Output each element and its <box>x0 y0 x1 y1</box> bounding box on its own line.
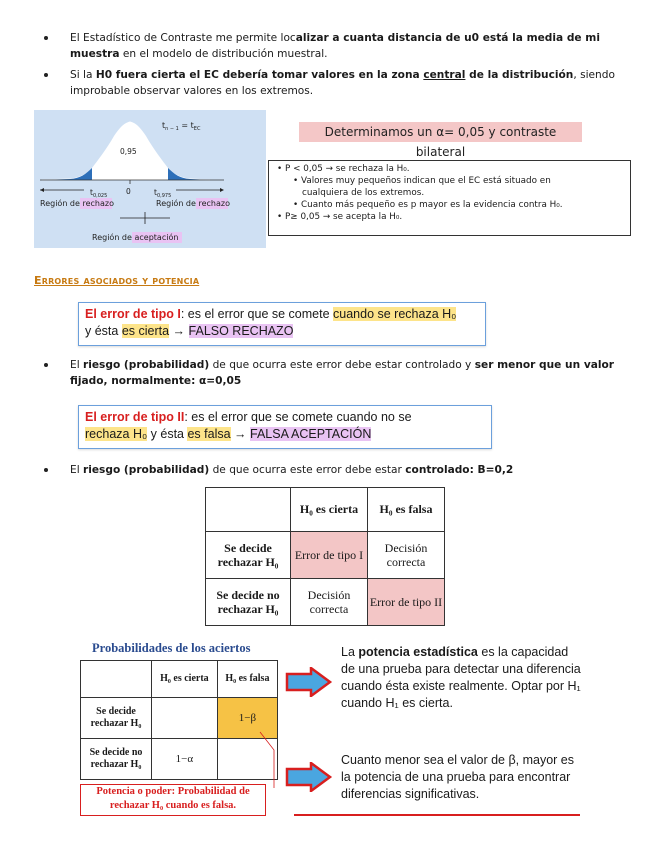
left-rechazo-highlight <box>80 198 112 209</box>
bullet-bold: riesgo (probabilidad) <box>83 359 210 371</box>
error-text: : es el error que se comete <box>180 307 334 321</box>
table-corner <box>205 487 291 532</box>
error-type-2-box: El error de tipo II: es el error que se … <box>78 405 492 449</box>
table-cell-error-1: Error de tipo I <box>290 531 368 579</box>
alpha-box: Determinamos un α= 0,05 y contraste bila… <box>299 122 582 159</box>
rule-line: cualquiera de los extremos. <box>302 188 425 198</box>
p-value-rules-box: • P < 0,05 → se rechaza la H₀. • Valores… <box>268 160 631 236</box>
t-eq-label: tn − 1 = tEC <box>162 121 201 132</box>
table-cell <box>216 737 279 781</box>
potencia-caption: Potencia o poder: Probabilidad de rechaz… <box>80 784 266 816</box>
menor-beta-paragraph: Cuanto menor sea el valor de β, mayor es… <box>341 753 574 801</box>
paragraph-text: es la capacidad de una prueba para detec… <box>341 645 581 710</box>
center-prob-label: 0,95 <box>120 147 137 156</box>
table-cell: Decisión correcta <box>367 531 445 579</box>
error-highlight: es falsa <box>187 427 231 441</box>
connector-path <box>259 731 275 788</box>
table-cell: 1−α <box>151 737 218 781</box>
table-cell-potencia: 1−β <box>216 696 279 739</box>
error-highlight: rechaza H₀ <box>85 427 148 441</box>
arrow-text: → <box>169 324 189 338</box>
potencia-term: potencia estadística <box>358 645 478 659</box>
bullet-text: , siendo improbable observar valores en … <box>70 69 615 97</box>
error-type-2-label: El error de tipo II <box>85 410 185 424</box>
arrow-shape <box>285 667 333 697</box>
table-header: H₀ es falsa <box>216 660 279 698</box>
error-type-1-label: El error de tipo I <box>85 307 181 321</box>
bullet-text: de que ocurra este error debe estar <box>209 464 406 476</box>
table-cell-error-2: Error de tipo II <box>367 578 445 626</box>
error-type-1-box: El error de tipo I: es el error que se c… <box>78 302 486 346</box>
error-text: : es el error que se comete cuando no se <box>184 410 412 424</box>
table-row-header: Se decide rechazar H₀ <box>80 696 152 739</box>
arrow-shape <box>285 762 333 792</box>
bullet-bold: de la distribución <box>465 69 574 81</box>
rule-line: • Cuanto más pequeño es p mayor es la ev… <box>293 200 563 210</box>
normal-curve-svg: tn − 1 = tEC 0,95 0 t0,025 t0,975 Región… <box>40 121 230 243</box>
zero-label: 0 <box>126 187 131 196</box>
region-rechazo-left: Región de rechazo <box>40 198 114 208</box>
table-header: H₀ es cierta <box>151 660 218 698</box>
aciertos-table: H₀ es cierta H₀ es falsa Se decide recha… <box>80 660 279 781</box>
bullet-text: El <box>70 464 84 476</box>
rule-line: • P < 0,05 → se rechaza la H₀. <box>277 164 410 174</box>
bullet-dot <box>44 36 48 40</box>
bullet-dot <box>44 468 48 472</box>
bullet-text: El Estadístico de Contraste me permite l… <box>70 32 296 44</box>
normal-curve-figure: tn − 1 = tEC 0,95 0 t0,025 t0,975 Región… <box>34 110 266 248</box>
table-row-header: Se decide no rechazar H₀ <box>80 737 152 781</box>
right-rechazo-highlight <box>196 198 228 209</box>
arrow-text: → <box>230 427 251 441</box>
bullet-dot <box>44 363 48 367</box>
bullet-dot <box>44 73 48 77</box>
bullet-text: El <box>70 359 84 371</box>
bullet-bold: ser menor que un valor fijado, normalmen… <box>70 359 615 387</box>
bullet-bold: riesgo (probabilidad) <box>83 464 210 476</box>
rule-line: • Valores muy pequeños indican que el EC… <box>293 176 551 186</box>
falsa-aceptacion-label: FALSA ACEPTACIÓN <box>250 427 372 441</box>
red-underline <box>294 814 580 816</box>
table-corner <box>80 660 152 698</box>
right-arrowhead-icon <box>220 188 224 192</box>
error-table: H₀ es cierta H₀ es falsa Se decide recha… <box>205 487 445 626</box>
table-header: H₀ es falsa <box>367 487 445 532</box>
falso-rechazo-label: FALSO RECHAZO <box>188 324 294 338</box>
right-tail <box>168 168 210 180</box>
right-t-label: t0,975 <box>154 188 171 199</box>
table-cell <box>151 696 218 739</box>
aciertos-title: Probabilidades de los aciertos <box>92 641 251 655</box>
table-header: H₀ es cierta <box>290 487 368 532</box>
bullet-underlined: central <box>423 69 466 81</box>
center-area <box>92 122 168 180</box>
bullet-text: de que ocurra este error debe estar cont… <box>209 359 475 371</box>
error-text: y ésta <box>147 427 188 441</box>
left-t-label: t0,025 <box>90 188 107 199</box>
section-title: Errores asociados y potencia <box>34 274 200 287</box>
table-cell: Decisión correcta <box>290 578 368 626</box>
left-tail <box>42 168 92 180</box>
error-highlight: es cierta <box>121 324 170 338</box>
arrow-right-icon <box>285 667 333 697</box>
table-row-header: Se decide rechazar H₀ <box>205 531 291 579</box>
bullet-bold: controlado: Β=0,2 <box>405 464 514 476</box>
bullet-text: Si la <box>70 69 96 81</box>
connector-line <box>259 731 275 788</box>
paragraph-text: La <box>341 645 359 659</box>
region-rechazo-right: Región de rechazo <box>156 198 230 208</box>
bullet-bold: alizar a cuanta distancia de u0 está la … <box>70 32 600 60</box>
bullet-bold: H0 fuera cierta el EC debería tomar valo… <box>95 69 424 81</box>
arrow-right-icon <box>285 762 333 792</box>
potencia-paragraph: La potencia estadística es la capacidad … <box>341 644 581 712</box>
region-aceptacion: Región de aceptación <box>92 232 178 242</box>
error-highlight: cuando se rechaza H₀ <box>333 307 457 321</box>
bullet-text: en el modelo de distribución muestral. <box>119 48 328 60</box>
table-row-header: Se decide no rechazar H₀ <box>205 578 291 626</box>
rule-line: • P≥ 0,05 → se acepta la H₀. <box>277 212 403 222</box>
error-text: y ésta <box>85 324 122 338</box>
aceptacion-highlight <box>132 232 182 243</box>
left-arrowhead-icon <box>40 188 44 192</box>
